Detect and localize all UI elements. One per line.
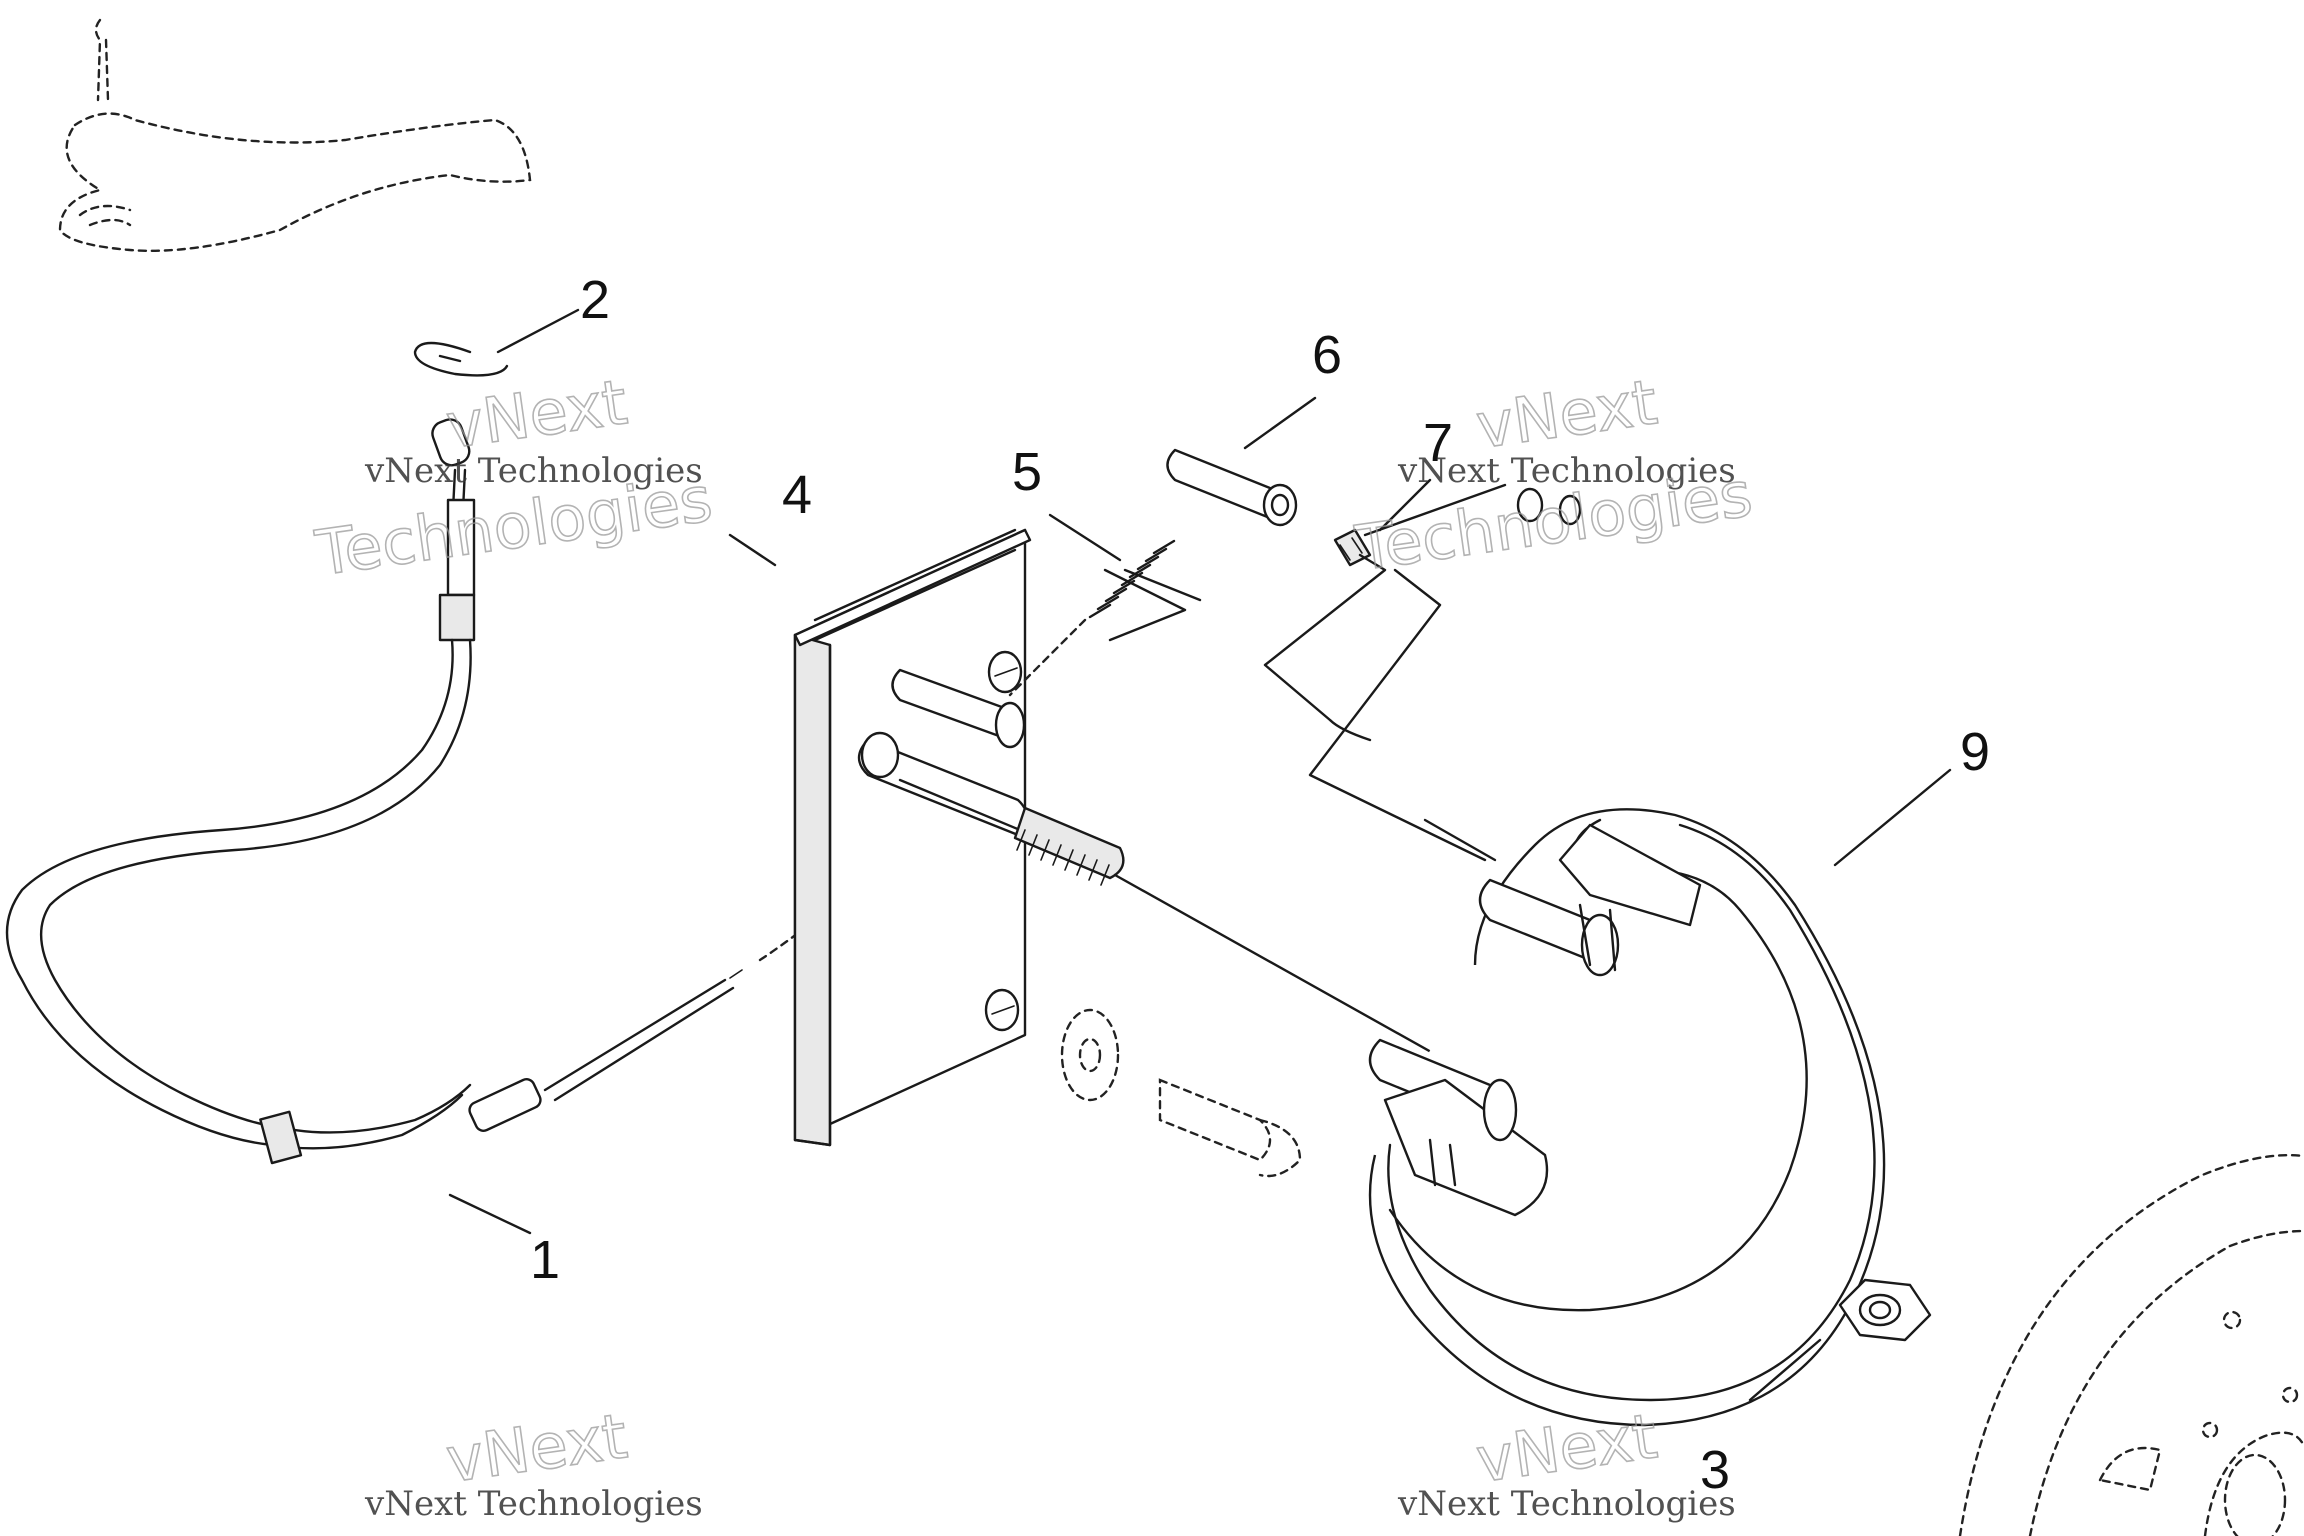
callout-9: 9 — [1960, 722, 1990, 782]
svg-text:vNext: vNext — [442, 365, 632, 462]
dashed-washer-bolt — [1060, 1008, 1302, 1178]
svg-text:vNext Technologies: vNext Technologies — [1397, 1484, 1736, 1524]
callout-7: 7 — [1423, 413, 1453, 473]
svg-text:vNext: vNext — [1472, 1399, 1662, 1496]
link-rod — [1308, 568, 1497, 862]
svg-text:vNext Technologies: vNext Technologies — [364, 451, 703, 491]
dashed-handle-lever — [58, 18, 532, 253]
nut-part-3 — [1748, 1278, 1932, 1402]
callout-3: 3 — [1700, 1440, 1730, 1500]
callout-5: 5 — [1012, 442, 1042, 502]
watermark-top-right: vNext vNext Technologies Technologies — [1350, 365, 1757, 586]
brake-band-part-9 — [1368, 768, 1952, 1427]
bracket-part-4 — [728, 528, 1032, 1147]
svg-text:vNext Technologies: vNext Technologies — [364, 1484, 703, 1524]
spring-part-5 — [1008, 513, 1202, 697]
set-screw-part-7 — [1263, 478, 1507, 742]
callout-1: 1 — [530, 1230, 560, 1290]
small-nut — [1516, 487, 1582, 526]
svg-text:vNext Technologies: vNext Technologies — [1397, 451, 1736, 491]
sleeve-part-6 — [1166, 396, 1317, 527]
watermark-top-left: vNext vNext Technologies Technologies — [310, 365, 717, 591]
svg-text:vNext: vNext — [1472, 365, 1662, 462]
watermark-bottom-left: vNext vNext Technologies — [364, 1399, 703, 1524]
e-clip-part-2 — [413, 308, 580, 377]
dashed-flywheel — [1958, 1153, 2304, 1536]
svg-text:vNext: vNext — [442, 1399, 632, 1496]
callout-4: 4 — [782, 465, 812, 525]
callout-6: 6 — [1312, 325, 1342, 385]
callout-2: 2 — [580, 270, 610, 330]
